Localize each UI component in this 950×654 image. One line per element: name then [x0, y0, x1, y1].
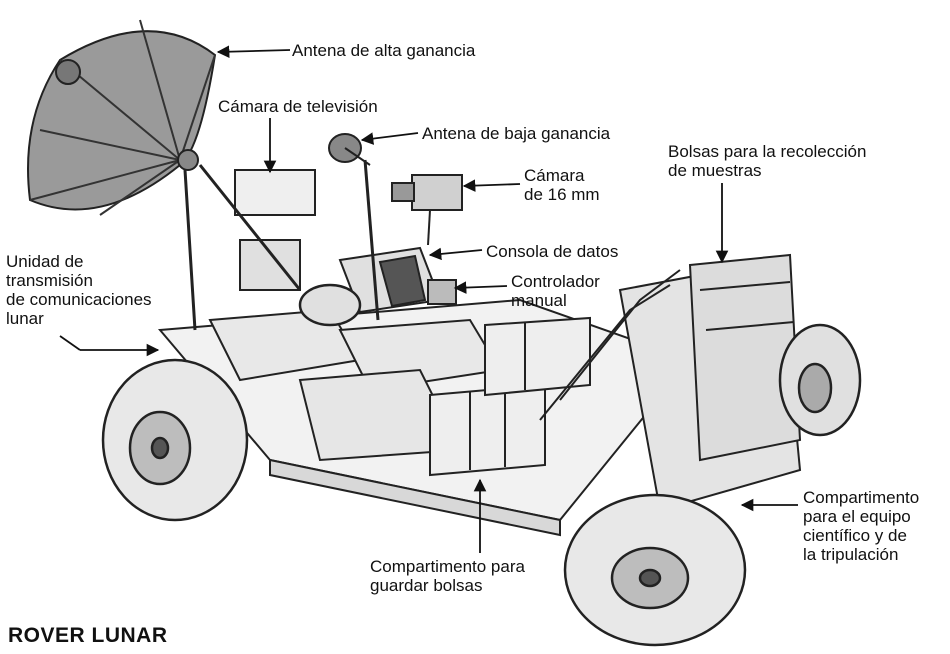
label-bag-compartment: Compartimento para guardar bolsas — [370, 557, 525, 595]
label-16mm-camera: Cámara de 16 mm — [524, 166, 600, 204]
label-high-gain-antenna: Antena de alta ganancia — [292, 41, 476, 60]
label-equipment-compartment: Compartimento para el equipo científico … — [803, 488, 920, 564]
wheels — [101, 283, 862, 647]
hand-controller — [427, 279, 457, 305]
label-tv-camera: Cámara de televisión — [218, 97, 378, 116]
label-sample-bags: Bolsas para la recolección de muestras — [668, 142, 867, 180]
antenna-masts — [183, 159, 380, 331]
leader-lines — [59, 45, 798, 553]
high-gain-antenna — [27, 19, 217, 216]
low-gain-antenna — [328, 133, 371, 166]
diagram-title: ROVER LUNAR — [8, 624, 168, 647]
label-data-console: Consola de datos — [486, 242, 619, 261]
camera-16mm — [391, 174, 463, 246]
label-hand-controller: Controlador manual — [511, 272, 600, 310]
label-low-gain-antenna: Antena de baja ganancia — [422, 124, 611, 143]
rover-frame — [157, 169, 802, 537]
label-comm-unit: Unidad de transmisión de comunicaciones … — [6, 252, 152, 328]
